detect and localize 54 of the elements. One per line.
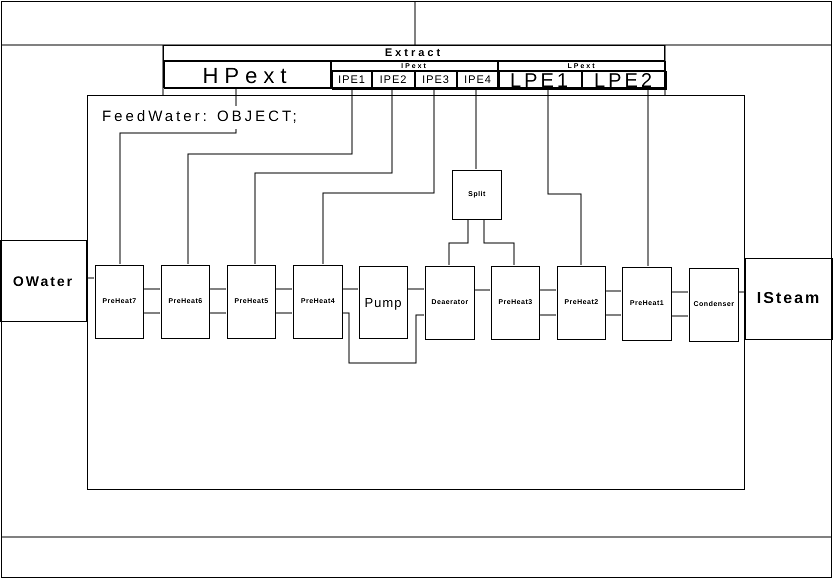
connector-line xyxy=(274,288,292,290)
port-box xyxy=(499,71,582,90)
connector-line xyxy=(538,314,556,316)
component-box xyxy=(95,265,144,339)
isteam-box xyxy=(745,258,833,340)
connector-line xyxy=(274,312,292,314)
connector-line xyxy=(406,288,424,290)
component-box xyxy=(452,170,502,220)
connector-line xyxy=(188,88,352,264)
ipext-panel xyxy=(331,61,498,89)
port-box xyxy=(582,71,667,90)
connector-line xyxy=(208,288,226,290)
box-label: IPE3 xyxy=(422,73,450,88)
connector-line xyxy=(142,288,160,290)
box-label: OWater xyxy=(12,272,74,290)
connector-line xyxy=(604,290,622,292)
connector-line xyxy=(342,312,424,364)
box-label: Pump xyxy=(364,294,402,312)
connector-line xyxy=(142,312,160,314)
box-label: LPE1 xyxy=(510,70,571,90)
box-label: HPext xyxy=(202,62,292,90)
extract-panel xyxy=(163,45,665,88)
component-box xyxy=(227,265,276,339)
box-label: ISteam xyxy=(756,289,822,309)
feedwater-object-box xyxy=(87,95,745,490)
connector-line xyxy=(548,88,582,266)
panel-title: Extract xyxy=(384,48,444,58)
connector-line xyxy=(322,88,434,264)
component-box xyxy=(689,268,739,342)
box-label: IPE2 xyxy=(380,73,408,88)
port-box xyxy=(332,71,372,90)
port-box xyxy=(415,71,457,90)
port-box xyxy=(457,71,499,90)
connector-line xyxy=(120,88,236,264)
connector-line xyxy=(484,218,514,266)
connector-line xyxy=(208,312,226,314)
connector-line xyxy=(254,88,392,264)
component-box xyxy=(161,265,210,339)
owater-box xyxy=(0,240,87,322)
component-box xyxy=(425,266,475,340)
hpext-box xyxy=(164,61,331,89)
port-box xyxy=(372,71,415,90)
component-box xyxy=(359,266,408,339)
connector-line xyxy=(342,288,358,290)
component-box xyxy=(491,266,540,340)
component-box xyxy=(293,265,343,339)
component-box xyxy=(557,266,606,340)
component-box xyxy=(622,267,672,341)
box-label: LPE2 xyxy=(594,70,655,90)
connector-line xyxy=(448,218,468,266)
lpext-panel xyxy=(498,61,666,89)
box-label: IPE1 xyxy=(338,73,366,88)
box-label: IPE4 xyxy=(464,73,492,88)
connector-line xyxy=(604,314,622,316)
